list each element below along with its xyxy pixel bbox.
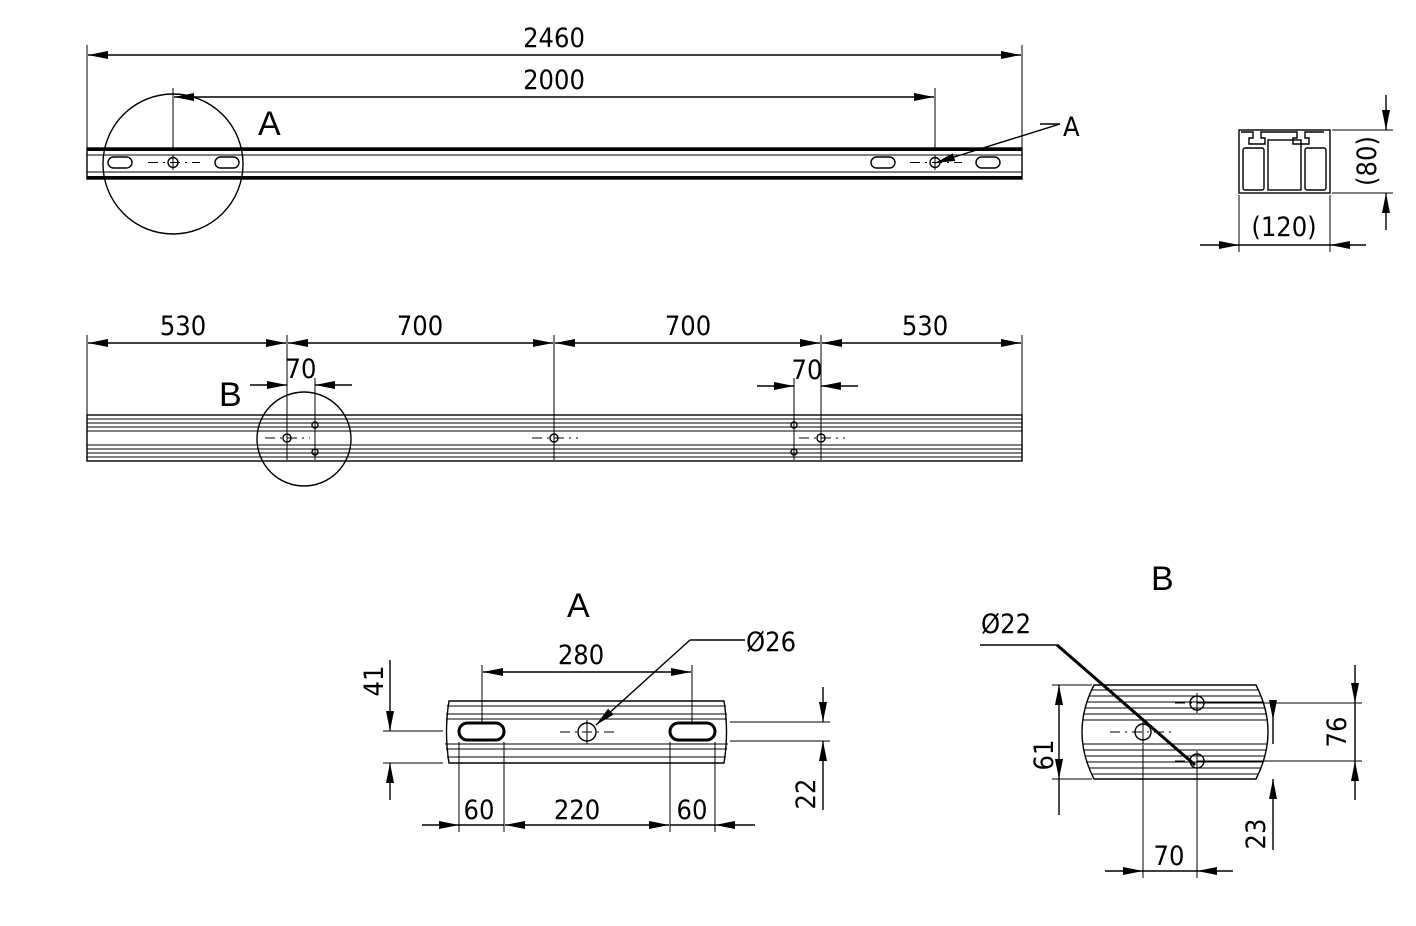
segment-530-left: 530 bbox=[160, 311, 206, 342]
detail-circle-b bbox=[256, 391, 352, 487]
detail-circle-b-label: B bbox=[219, 376, 242, 414]
dim-2000: 2000 bbox=[523, 65, 585, 96]
detail-b: B Ø22 61 bbox=[980, 560, 1362, 878]
detail-b-title: B bbox=[1151, 560, 1174, 598]
leader-a bbox=[934, 123, 1061, 164]
detail-a-slot-right: 60 bbox=[677, 795, 708, 826]
segment-700-right: 700 bbox=[665, 311, 711, 342]
pair-spacing-left: 70 bbox=[286, 354, 317, 385]
detail-circle-a-label: A bbox=[258, 105, 281, 143]
pair-spacing-right: 70 bbox=[792, 355, 823, 386]
detail-b-70: 70 bbox=[1154, 841, 1185, 872]
top-view: 2460 2000 A bbox=[86, 23, 1080, 235]
detail-a-diameter: Ø26 bbox=[746, 627, 796, 658]
detail-a: A 280 Ø26 41 22 bbox=[359, 587, 830, 832]
section-height: (80) bbox=[1352, 136, 1383, 186]
detail-a-title: A bbox=[567, 587, 590, 625]
section-width: (120) bbox=[1251, 212, 1316, 243]
section-view: (120) (80) bbox=[1200, 95, 1393, 252]
detail-b-76: 76 bbox=[1322, 717, 1353, 748]
detail-b-diameter: Ø22 bbox=[981, 609, 1031, 640]
detail-b-23: 23 bbox=[1241, 819, 1272, 850]
detail-a-220: 220 bbox=[554, 795, 600, 826]
detail-b-61: 61 bbox=[1029, 740, 1060, 771]
detail-circle-a bbox=[102, 93, 244, 235]
leader-a-label: A bbox=[1063, 112, 1080, 143]
detail-a-slot-left: 60 bbox=[464, 795, 495, 826]
detail-a-22: 22 bbox=[791, 779, 822, 810]
profile-bar-side bbox=[86, 414, 1023, 462]
side-view: 530 700 700 530 70 70 bbox=[86, 311, 1023, 487]
segment-700-left: 700 bbox=[397, 311, 443, 342]
profile-bar-top bbox=[86, 147, 1023, 180]
detail-a-41: 41 bbox=[359, 666, 390, 697]
dim-2460: 2460 bbox=[523, 23, 585, 54]
detail-a-280: 280 bbox=[558, 640, 604, 671]
segment-530-right: 530 bbox=[902, 311, 948, 342]
